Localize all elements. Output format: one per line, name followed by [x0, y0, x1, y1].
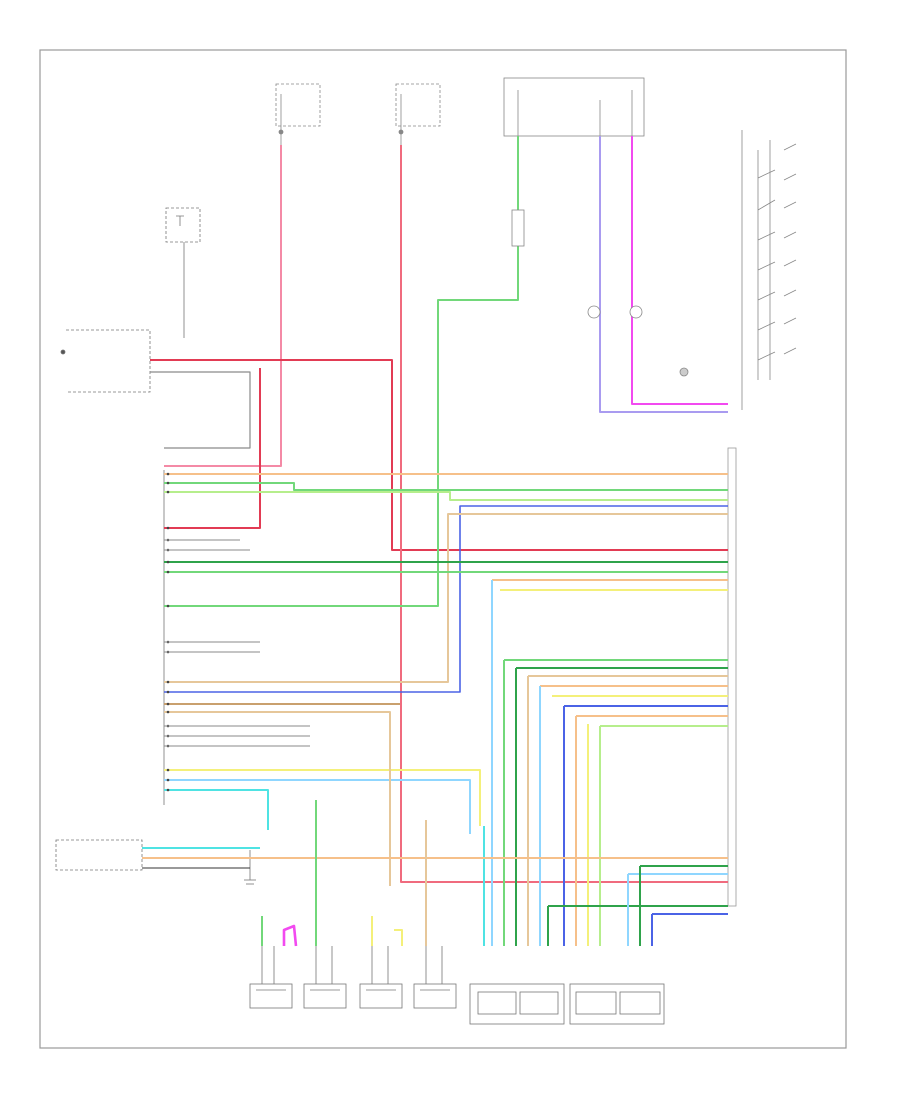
speakers	[249, 983, 665, 1025]
fuse-block-right	[395, 83, 441, 145]
wire-red-to-amp	[150, 359, 728, 551]
speaker-rf-tweeter	[249, 983, 293, 1009]
wire-cyan-lower	[164, 789, 269, 830]
speaker-rear-right	[469, 983, 565, 1025]
wire-yellow-spk-2	[394, 929, 403, 946]
ground-switch-column	[741, 130, 797, 410]
wire-group	[142, 136, 728, 947]
wire-blue-4	[164, 505, 728, 693]
wire-tan-5	[164, 513, 728, 683]
radio-module-left	[60, 329, 151, 393]
wire-gray-radio	[150, 371, 251, 449]
wire-pink-batt	[164, 145, 282, 467]
wire-green-2	[164, 482, 728, 491]
wire-tan-lower	[164, 711, 391, 886]
speaker-connector-lines	[261, 946, 443, 984]
wire-red-accessory	[164, 368, 261, 529]
radio-pin-markers	[166, 472, 170, 792]
speaker-rear-left	[569, 983, 665, 1025]
wire-green-head-2	[164, 246, 519, 607]
amp-connector-right	[727, 447, 737, 907]
antenna-component	[165, 207, 201, 338]
diagram-frame	[39, 49, 847, 1049]
wire-magenta-spk	[282, 924, 298, 947]
speaker-lf-door	[413, 983, 457, 1009]
inline-components	[511, 209, 689, 377]
wire-yellow-lower	[164, 769, 481, 826]
front-sensor-box	[55, 839, 256, 885]
wire-light-green-3	[164, 491, 728, 501]
fuse-block-left	[275, 83, 321, 145]
radio-aux-lines	[164, 539, 310, 747]
speaker-rf-door	[303, 983, 347, 1009]
speaker-lf-tweeter	[359, 983, 403, 1009]
wire-magenta-head	[631, 136, 728, 405]
wire-lightblue-lower	[164, 779, 471, 834]
head-unit-box	[503, 77, 645, 137]
wire-purple-head	[599, 136, 728, 413]
wire-red-right-fuse	[400, 145, 728, 883]
